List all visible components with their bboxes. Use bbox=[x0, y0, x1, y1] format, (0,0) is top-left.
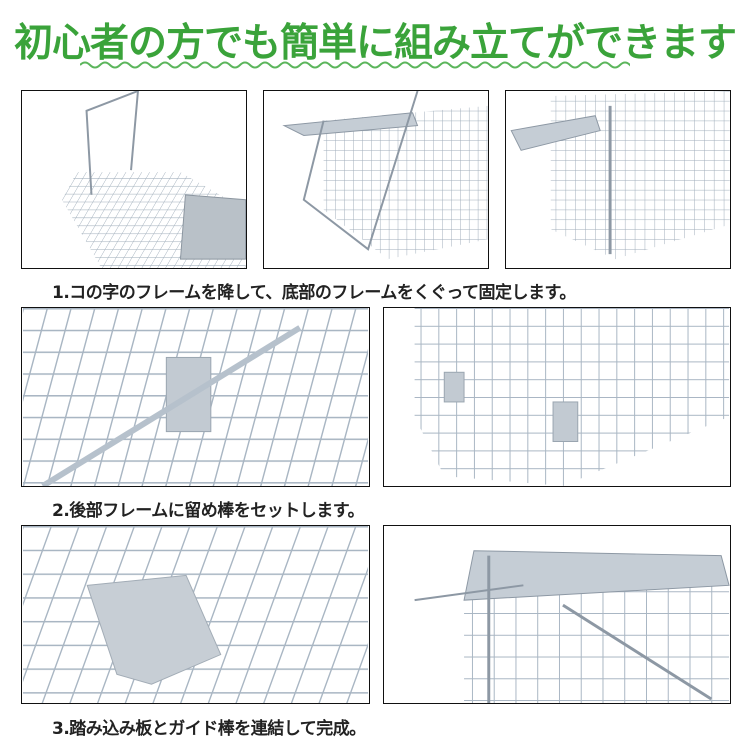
cage-door-raised-image bbox=[61, 91, 246, 268]
step-2-photo-2 bbox=[383, 307, 731, 487]
rear-frame-image bbox=[414, 308, 730, 486]
frame-lowered-image bbox=[282, 91, 488, 260]
step-1-photo-2 bbox=[263, 90, 489, 269]
rod-closeup-image bbox=[22, 308, 369, 486]
completed-trap-image bbox=[414, 550, 730, 703]
wavy-divider bbox=[80, 61, 630, 69]
step-2-photo-1 bbox=[21, 307, 370, 487]
page-title: 初心者の方でも簡単に組み立てができます bbox=[13, 21, 737, 66]
step-3-caption: 3.踏み込み板とガイド棒を連結して完成。 bbox=[52, 719, 366, 739]
step-1-photo-3 bbox=[505, 90, 731, 269]
step-3-photo-2 bbox=[383, 525, 731, 704]
frame-fixed-image bbox=[510, 91, 730, 260]
step-1-caption: 1.コの字のフレームを降して、底部のフレームをくぐって固定します。 bbox=[52, 283, 576, 303]
trigger-plate-image bbox=[22, 526, 369, 703]
step-3-photo-1 bbox=[21, 525, 370, 704]
step-2-caption: 2.後部フレームに留め棒をセットします。 bbox=[52, 501, 365, 521]
step-1-photo-1 bbox=[21, 90, 247, 269]
